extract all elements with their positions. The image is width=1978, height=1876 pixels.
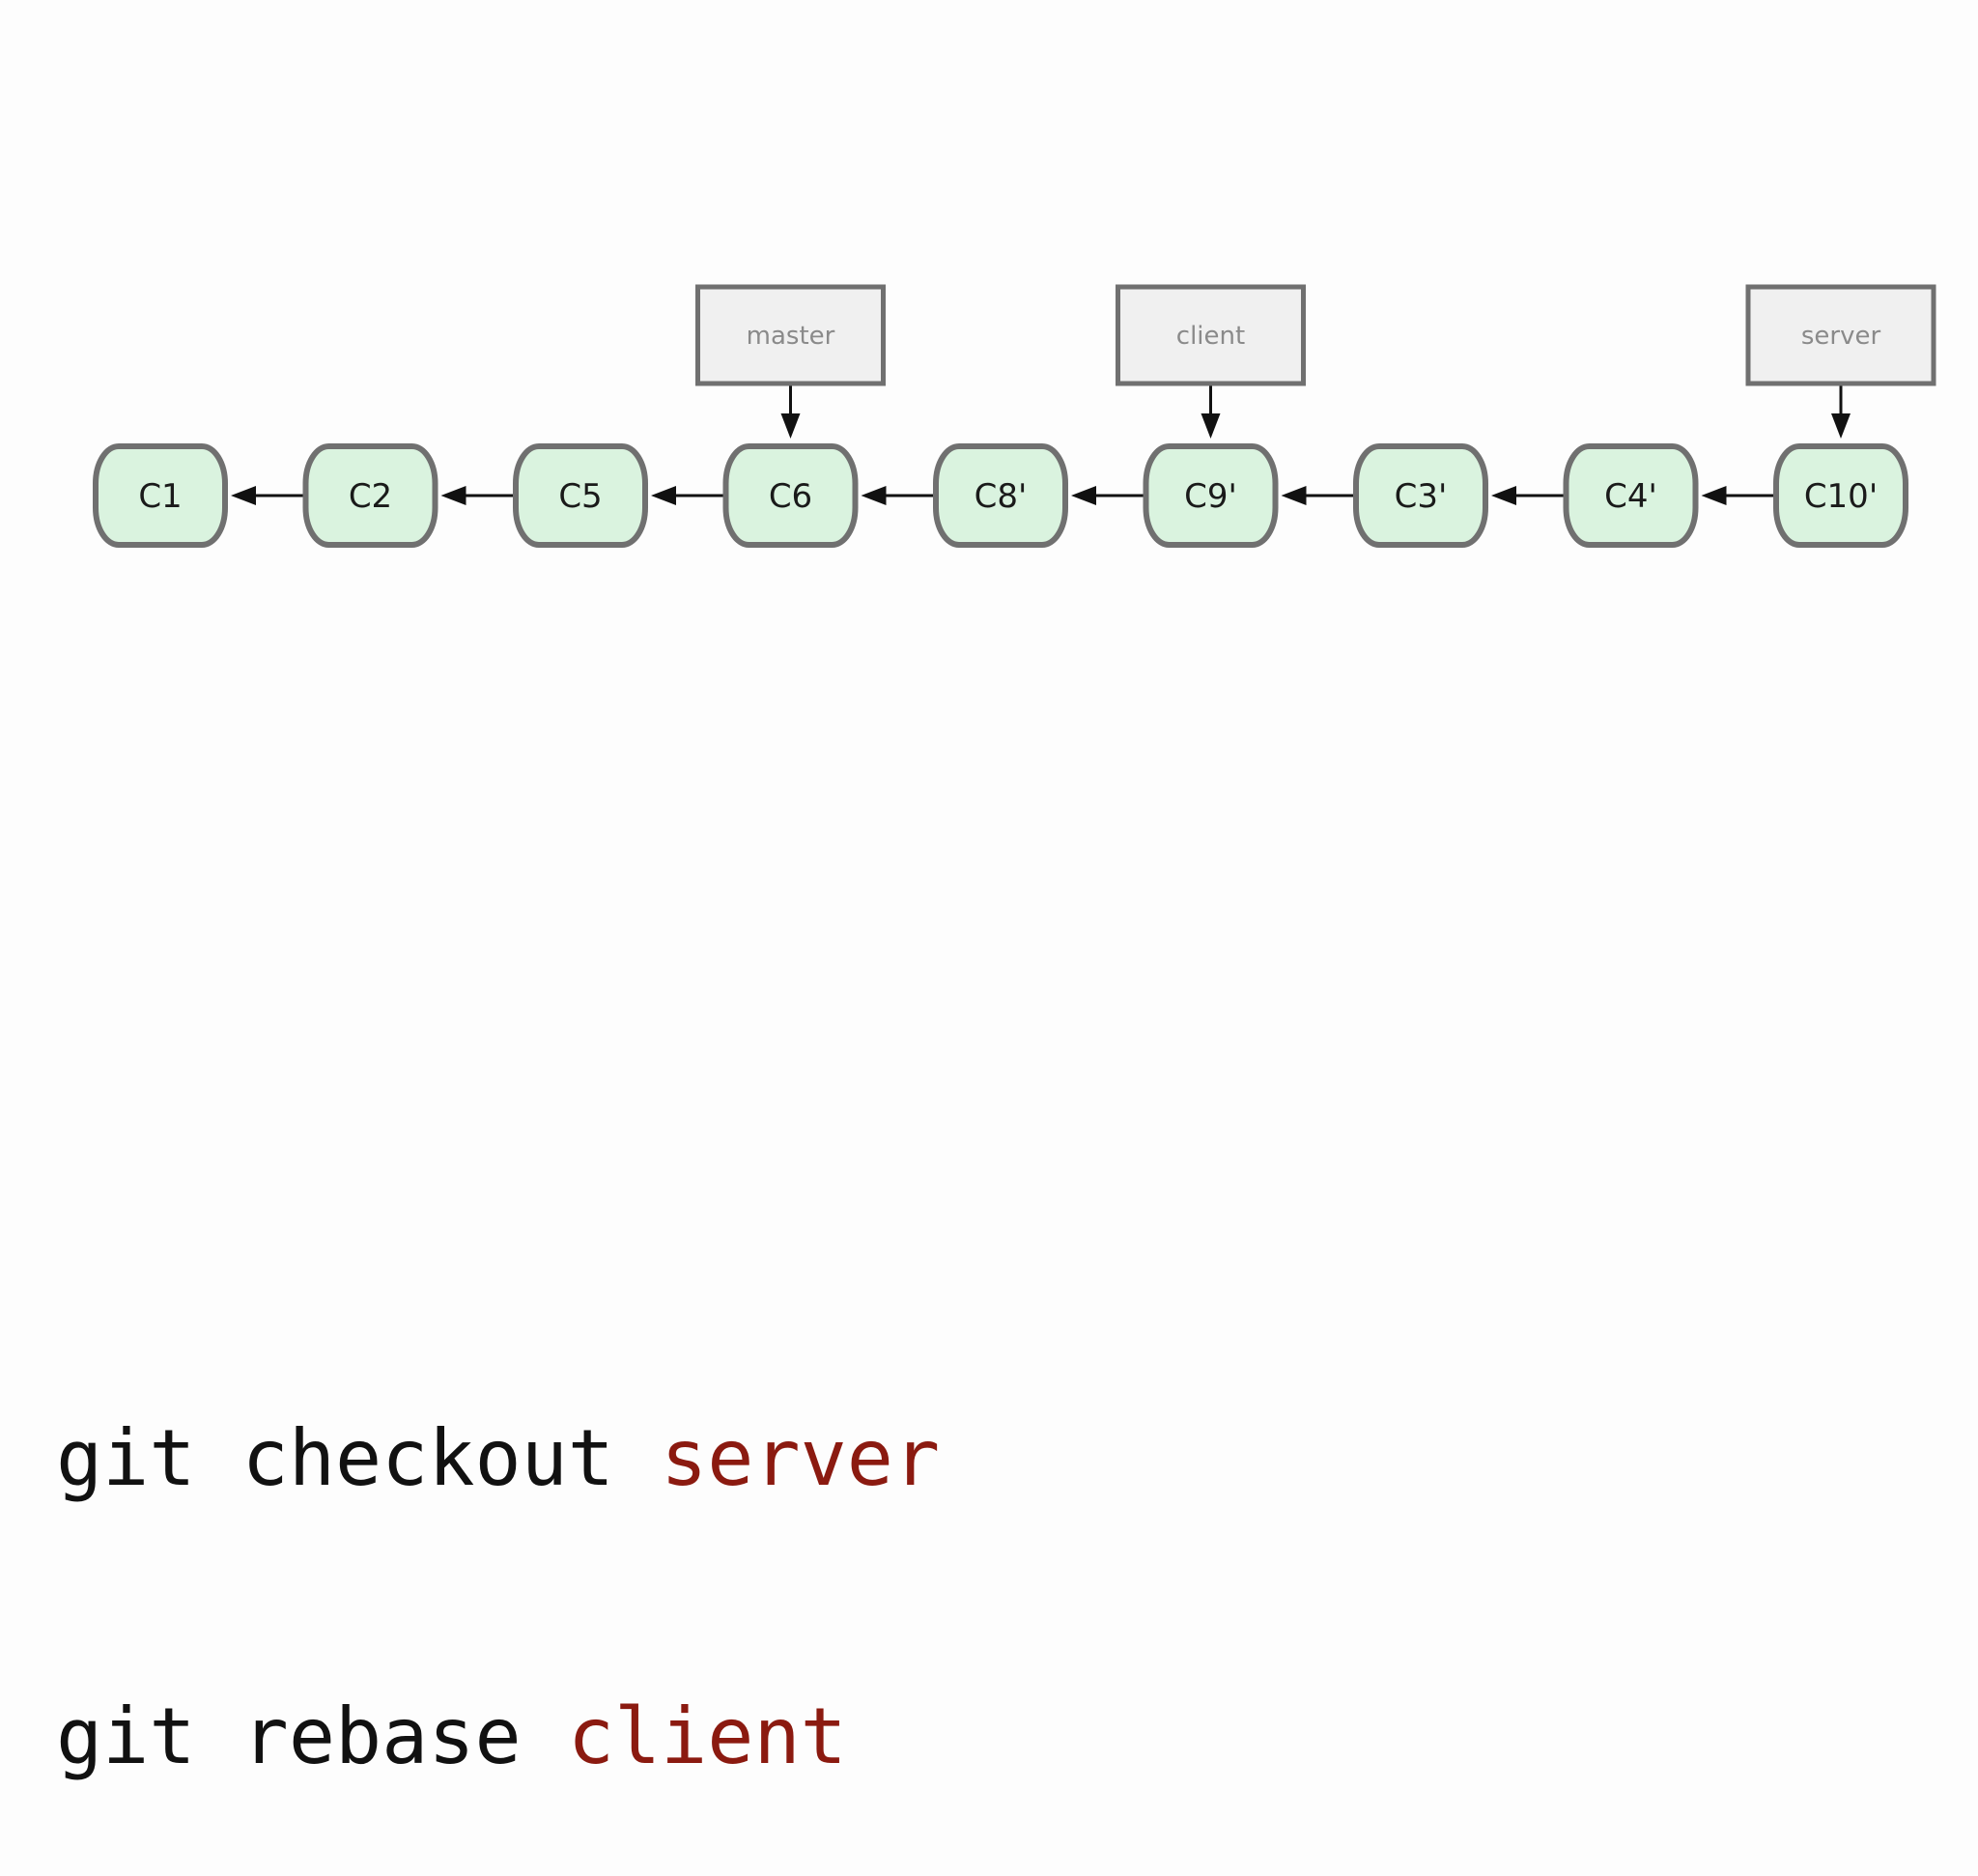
commit-label: C5 (558, 477, 602, 516)
commit-node: C3' (1353, 443, 1488, 548)
command-block: git checkout server git rebase client (56, 1227, 940, 1876)
commit-label: C2 (349, 477, 392, 516)
parent-arrow (651, 486, 724, 505)
commit-node: C4' (1563, 443, 1699, 548)
branch-pointers (780, 385, 1851, 439)
commit-node: C10' (1773, 443, 1908, 548)
parent-arrow (1491, 486, 1565, 505)
branch-label: server (1801, 322, 1881, 351)
commit-label: C1 (138, 477, 182, 516)
parent-links (231, 486, 1774, 505)
branch-label: master (747, 322, 835, 351)
commit-node: C9' (1143, 443, 1279, 548)
branch-server: server (1745, 284, 1936, 386)
commit-node: C5 (513, 443, 648, 548)
commit-label: C6 (769, 477, 812, 516)
commit-node: C1 (93, 443, 228, 548)
command-line-rebase: git rebase client (56, 1691, 940, 1783)
parent-arrow (1071, 486, 1144, 505)
branch-label: client (1176, 322, 1245, 351)
commit-label: C10' (1804, 477, 1878, 516)
parent-arrow (1281, 486, 1354, 505)
branches: master client server (695, 284, 1936, 386)
branch-pointer-arrow (780, 385, 801, 439)
branch-pointer-arrow (1201, 385, 1221, 439)
command-text: git checkout (56, 1413, 614, 1503)
commit-label: C4' (1604, 477, 1657, 516)
commit-node: C2 (302, 443, 438, 548)
commit-node: C8' (933, 443, 1068, 548)
branch-client: client (1116, 284, 1306, 386)
commits: C1 C2 C5 C6 C8' C9' C3' C4' C10' (93, 443, 1908, 548)
commit-label: C9' (1184, 477, 1237, 516)
command-argument: server (661, 1413, 941, 1503)
commit-label: C3' (1395, 477, 1448, 516)
parent-arrow (440, 486, 514, 505)
branch-master: master (695, 284, 886, 386)
command-argument: client (567, 1691, 847, 1781)
commit-graph: C1 C2 C5 C6 C8' C9' C3' C4' C10' master client ser… (93, 284, 1936, 548)
commit-label: C8' (975, 477, 1028, 516)
parent-arrow (1701, 486, 1774, 505)
command-text: git rebase (56, 1691, 522, 1781)
command-line-checkout: git checkout server (56, 1412, 940, 1505)
commit-node: C6 (722, 443, 859, 548)
parent-arrow (861, 486, 934, 505)
branch-pointer-arrow (1831, 385, 1851, 439)
parent-arrow (231, 486, 304, 505)
